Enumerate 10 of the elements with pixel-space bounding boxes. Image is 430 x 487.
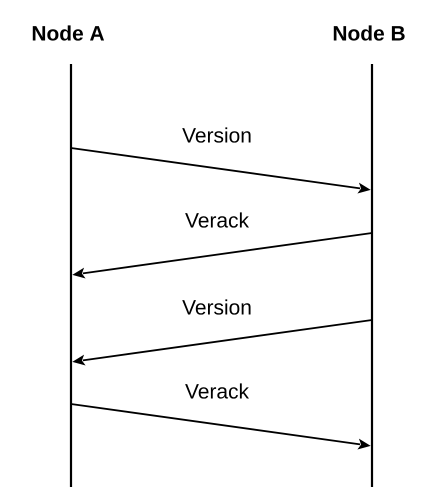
arrow xyxy=(72,319,372,366)
participant-label: Node B xyxy=(334,25,405,41)
arrow xyxy=(72,232,372,278)
edge-label: Version xyxy=(181,298,253,316)
edge-label: Verack xyxy=(184,382,250,400)
arrow xyxy=(70,403,371,450)
participant-label: Node A xyxy=(32,25,104,41)
arrow xyxy=(70,147,371,194)
edge-label: Verack xyxy=(184,211,250,229)
edge-label: Version xyxy=(181,126,253,144)
